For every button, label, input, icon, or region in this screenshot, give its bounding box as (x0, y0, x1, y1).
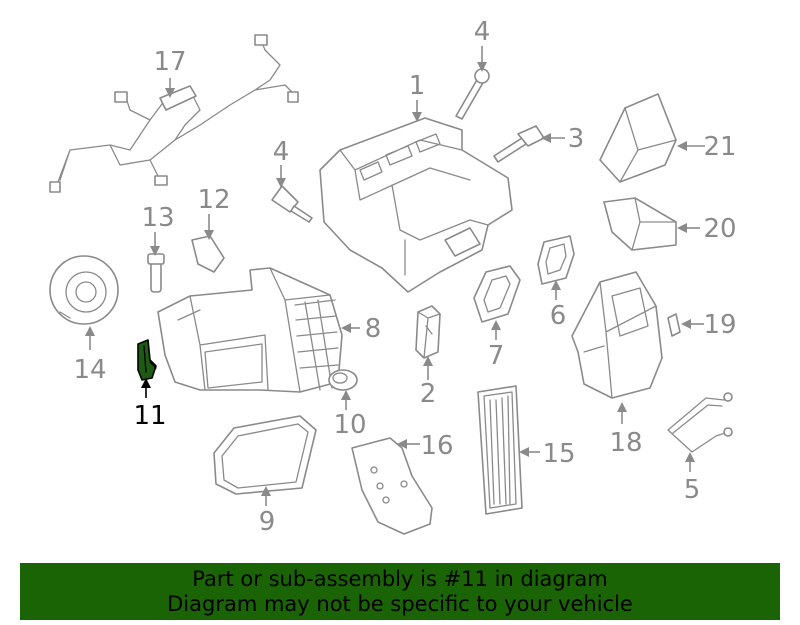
part-12-actuator (191, 235, 225, 273)
callout-2: 2 (420, 379, 437, 409)
callout-4-left: 4 (273, 137, 290, 167)
part-4-sensor-left (271, 185, 313, 223)
part-10-grommet (328, 369, 358, 391)
callout-16: 16 (420, 431, 453, 461)
part-21-duct (599, 93, 677, 183)
part-11-highlighted (137, 339, 157, 381)
part-13-sensor (147, 253, 165, 293)
info-banner: Part or sub-assembly is #11 in diagram D… (20, 563, 780, 620)
callout-11: 11 (133, 401, 166, 431)
part-4-sensor-upper (455, 68, 490, 120)
callout-19: 19 (703, 310, 736, 340)
part-16-bracket (351, 437, 433, 535)
part-9-filter (213, 415, 317, 495)
callout-14: 14 (73, 355, 106, 385)
callout-5: 5 (684, 475, 701, 505)
callout-1: 1 (409, 71, 426, 101)
part-14-blower-motor (49, 255, 119, 325)
banner-line-1: Part or sub-assembly is #11 in diagram (192, 567, 608, 591)
part-2-actuator (415, 305, 441, 359)
part-18-housing (571, 271, 663, 399)
callout-7: 7 (488, 341, 505, 371)
callout-18: 18 (609, 428, 642, 458)
parts-diagram: 1 4 3 4 21 20 17 12 13 14 8 2 6 7 19 18 … (49, 17, 737, 537)
callout-21: 21 (703, 132, 736, 162)
callout-leaders (85, 46, 705, 506)
callout-4-upper: 4 (474, 17, 491, 47)
callout-3: 3 (568, 124, 585, 154)
callout-17: 17 (153, 47, 186, 77)
part-15-filter (477, 385, 523, 515)
callout-13: 13 (141, 203, 174, 233)
part-20-duct (603, 197, 677, 251)
part-1-hvac-housing (319, 117, 513, 293)
part-3-sensor (493, 125, 545, 163)
callout-15: 15 (542, 439, 575, 469)
banner-line-2: Diagram may not be specific to your vehi… (167, 592, 633, 616)
callout-9: 9 (259, 507, 276, 537)
part-5-pipe (667, 392, 733, 453)
callout-6: 6 (550, 301, 567, 331)
part-17-wiring-harness (49, 34, 299, 193)
callout-12: 12 (197, 185, 230, 215)
part-8-blower-housing (157, 267, 343, 393)
part-7-seal (473, 265, 521, 323)
part-19-clip (667, 313, 681, 337)
callout-8: 8 (365, 314, 382, 344)
callout-10: 10 (333, 410, 366, 440)
part-6-seal (537, 235, 575, 285)
callout-20: 20 (703, 214, 736, 244)
callout-numbers: 1 4 3 4 21 20 17 12 13 14 8 2 6 7 19 18 … (73, 17, 736, 537)
